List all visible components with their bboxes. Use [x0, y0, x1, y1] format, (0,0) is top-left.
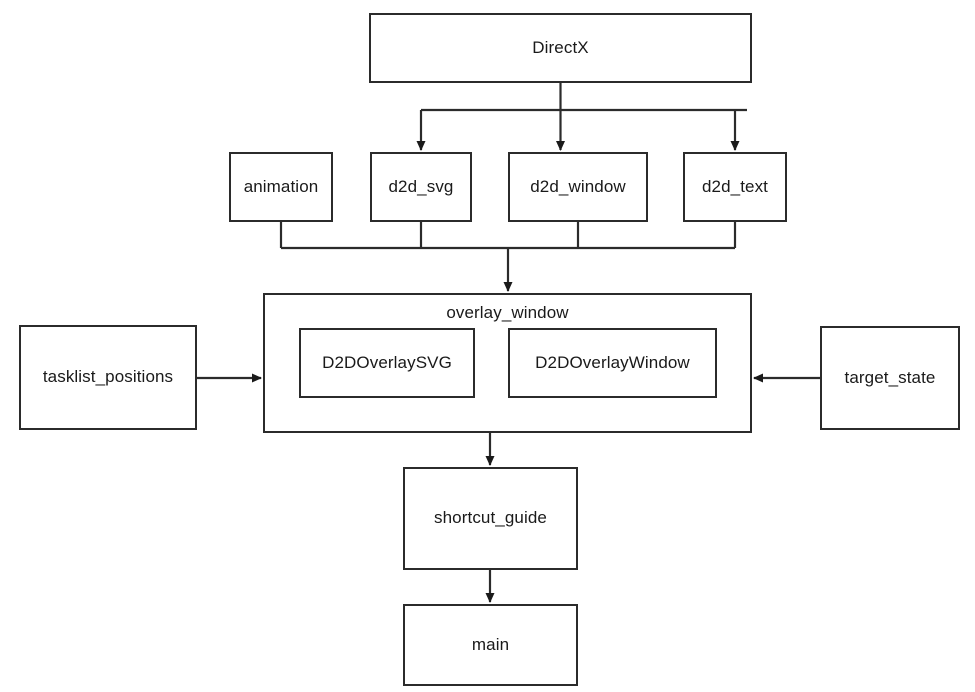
node-target-state[interactable]: target_state: [820, 326, 960, 430]
node-d2d-svg-label: d2d_svg: [388, 176, 454, 196]
node-d2d-text[interactable]: d2d_text: [683, 152, 787, 222]
node-d2d-svg[interactable]: d2d_svg: [370, 152, 472, 222]
node-tasklist-positions[interactable]: tasklist_positions: [19, 325, 197, 430]
node-shortcut-guide-label: shortcut_guide: [434, 508, 547, 528]
node-d2d-overlay-svg[interactable]: D2DOverlaySVG: [299, 328, 475, 398]
node-target-state-label: target_state: [844, 367, 936, 387]
node-tasklist-positions-label: tasklist_positions: [42, 367, 174, 387]
node-d2d-text-label: d2d_text: [701, 176, 769, 196]
node-directx[interactable]: DirectX: [369, 13, 752, 83]
node-overlay-window-label: overlay_window: [446, 303, 569, 322]
node-animation-label: animation: [243, 176, 319, 196]
node-d2d-window-label: d2d_window: [530, 176, 626, 196]
node-animation[interactable]: animation: [229, 152, 333, 222]
node-d2d-overlay-svg-label: D2DOverlaySVG: [322, 352, 452, 372]
node-main[interactable]: main: [403, 604, 578, 686]
node-d2d-window[interactable]: d2d_window: [508, 152, 648, 222]
node-directx-label: DirectX: [532, 37, 589, 57]
node-d2d-overlay-window-label: D2DOverlayWindow: [535, 352, 690, 372]
node-d2d-overlay-window[interactable]: D2DOverlayWindow: [508, 328, 717, 398]
node-shortcut-guide[interactable]: shortcut_guide: [403, 467, 578, 570]
node-main-label: main: [471, 634, 510, 654]
